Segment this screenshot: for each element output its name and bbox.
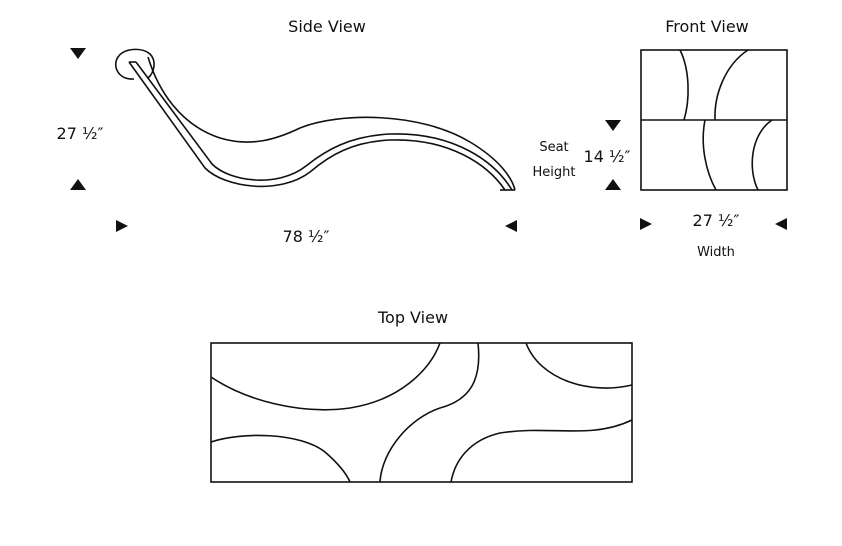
top-view-outline (210, 342, 633, 483)
width-value: 27 ½″ (693, 211, 740, 230)
side-length-label: 78 ½″ (283, 227, 330, 246)
width-arrow-left (640, 218, 652, 230)
top-view-title: Top View (377, 308, 448, 327)
seat-label: Seat (539, 140, 568, 155)
width-label: Width (697, 245, 735, 260)
seat-height-arrow-bottom (605, 179, 621, 190)
side-view-chaise-outline (114, 48, 516, 191)
side-height-arrow-top (70, 48, 86, 59)
front-view-title: Front View (665, 17, 749, 36)
seat-height-value: 14 ½″ (584, 147, 631, 166)
width-arrow-right (775, 218, 787, 230)
side-height-label: 27 ½″ (57, 124, 104, 143)
seat-height-arrow-top (605, 120, 621, 131)
front-view-outline (640, 49, 788, 191)
side-length-arrow-right (505, 220, 517, 232)
side-height-arrow-bottom (70, 179, 86, 190)
height-label: Height (533, 165, 576, 180)
side-view-title: Side View (288, 17, 366, 36)
side-length-arrow-left (116, 220, 128, 232)
